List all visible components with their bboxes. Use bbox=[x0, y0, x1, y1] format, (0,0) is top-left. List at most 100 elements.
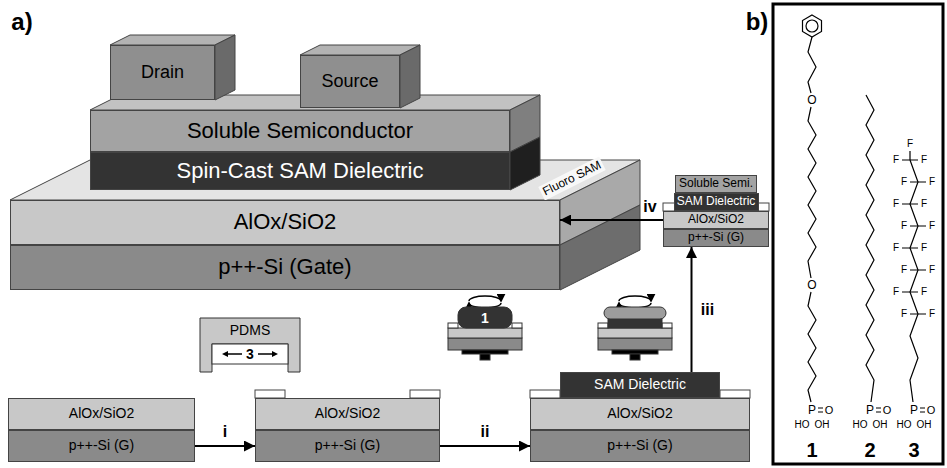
atom-symbol: F bbox=[893, 199, 899, 209]
layer-label: SAM Dielectric bbox=[677, 195, 756, 208]
layer-label: Spin-Cast SAM Dielectric bbox=[177, 159, 424, 183]
width-arrow bbox=[272, 351, 278, 357]
dielectric-layer: Spin-Cast SAM Dielectric bbox=[90, 152, 510, 190]
atom-symbol: OH bbox=[873, 420, 888, 430]
spin-coater bbox=[612, 350, 658, 354]
molecule-structure bbox=[808, 37, 816, 93]
step-label: ii bbox=[479, 424, 492, 440]
molecule-structure bbox=[808, 292, 816, 402]
layer-label: Source bbox=[321, 72, 378, 92]
spin-coater bbox=[598, 296, 672, 360]
fluoro-sam-print bbox=[757, 203, 769, 211]
process-arrow bbox=[440, 445, 530, 447]
pdms-stamp: PDMS bbox=[200, 318, 300, 372]
layer-label: AlOx/SiO2 bbox=[234, 210, 337, 234]
step-label: iii bbox=[699, 302, 716, 318]
spin-coater bbox=[619, 296, 651, 301]
atom-symbol: F bbox=[929, 177, 935, 187]
atom-symbol: HO bbox=[853, 420, 868, 430]
spin-coater bbox=[448, 296, 522, 360]
gate-side-face bbox=[560, 205, 640, 290]
atom-symbol: OH bbox=[917, 420, 932, 430]
molecule-structure bbox=[808, 107, 816, 278]
drain-side-face bbox=[215, 35, 235, 100]
layer-label: SAM Dielectric bbox=[594, 377, 686, 392]
layer-label: Soluble Semi. bbox=[679, 177, 753, 190]
oxide-layer: AlOx/SiO2 bbox=[530, 398, 750, 430]
atom-symbol: P bbox=[866, 404, 874, 416]
atom-symbol: O bbox=[807, 279, 816, 291]
oxide-layer: AlOx/SiO2 bbox=[663, 211, 769, 229]
semiconductor-layer: Soluble Semiconductor bbox=[90, 110, 510, 152]
dielectric-layer: SAM Dielectric bbox=[560, 372, 720, 398]
layer-label: PDMS bbox=[230, 323, 270, 338]
callout-number: 3 bbox=[246, 347, 254, 361]
spin-coater bbox=[462, 350, 508, 354]
atom-symbol: O bbox=[927, 405, 936, 416]
width-arrow bbox=[222, 351, 228, 357]
atom-symbol: O bbox=[807, 94, 816, 106]
device-faces bbox=[10, 35, 640, 290]
layer-label: p++-Si (Gate) bbox=[218, 255, 351, 279]
layer-label: AlOx/SiO2 bbox=[315, 406, 380, 421]
gate-layer: p++-Si (Gate) bbox=[10, 245, 560, 290]
molecule-structure bbox=[866, 95, 874, 402]
atom-symbol: F bbox=[893, 155, 899, 165]
gate-layer: p++-Si (G) bbox=[663, 229, 769, 247]
fluoro-sam-print bbox=[720, 390, 750, 398]
source-side-face bbox=[400, 45, 420, 108]
molecule-structure bbox=[803, 15, 824, 412]
dielectric-side-face bbox=[510, 137, 540, 190]
atom-symbol: F bbox=[929, 309, 935, 319]
stamp-body bbox=[200, 318, 300, 372]
step-label: iv bbox=[641, 199, 658, 215]
atom-symbol: HO bbox=[897, 420, 912, 430]
atom-symbol: F bbox=[921, 155, 927, 165]
spin-coater bbox=[448, 328, 522, 338]
atom-symbol: F bbox=[901, 309, 907, 319]
layer-label: p++-Si (G) bbox=[315, 438, 380, 453]
layer-label: AlOx/SiO2 bbox=[688, 213, 744, 226]
layer-label: p++-Si (G) bbox=[69, 438, 134, 453]
atom-symbol: F bbox=[901, 177, 907, 187]
atom-symbol: F bbox=[921, 243, 927, 253]
atom-symbol: O bbox=[883, 405, 892, 416]
atom-symbol: F bbox=[893, 287, 899, 297]
atom-symbol: F bbox=[893, 243, 899, 253]
spin-coater bbox=[448, 338, 522, 350]
source-electrode: Source bbox=[300, 55, 400, 108]
compound-number: 3 bbox=[908, 440, 919, 460]
molecule-structure bbox=[818, 408, 823, 412]
molecule-structure bbox=[920, 408, 925, 412]
step-label: i bbox=[221, 424, 229, 440]
inked-layer bbox=[212, 344, 288, 364]
spin-coater bbox=[630, 354, 640, 360]
fluoro-sam-print bbox=[530, 390, 560, 398]
spin-coater bbox=[598, 323, 608, 328]
molecule-structure bbox=[806, 20, 818, 32]
layer-label: Soluble Semiconductor bbox=[187, 119, 413, 143]
oxide-layer: AlOx/SiO2 bbox=[10, 200, 560, 245]
layer-label: Drain bbox=[141, 63, 184, 83]
semiconductor-layer: Soluble Semi. bbox=[675, 175, 757, 193]
compound-number: 2 bbox=[864, 440, 875, 460]
spin-coater bbox=[662, 323, 672, 328]
atom-symbol: F bbox=[921, 199, 927, 209]
atom-symbol: F bbox=[929, 265, 935, 275]
process-arrow bbox=[560, 219, 663, 221]
spin-coater bbox=[598, 328, 672, 338]
spin-coater bbox=[458, 307, 512, 328]
fluoro-sam-band: Fluoro SAM bbox=[538, 156, 606, 200]
atom-symbol: P bbox=[910, 404, 918, 416]
layer-label: Fluoro SAM bbox=[541, 158, 604, 198]
spin-coater bbox=[604, 307, 666, 319]
molecule-structure bbox=[910, 160, 918, 402]
dielectric-layer: SAM Dielectric bbox=[674, 193, 759, 211]
atom-symbol: F bbox=[901, 265, 907, 275]
gate-layer: p++-Si (G) bbox=[255, 430, 440, 462]
drain-electrode: Drain bbox=[110, 45, 215, 100]
atom-symbol: OH bbox=[815, 420, 830, 430]
layer-label: AlOx/SiO2 bbox=[69, 406, 134, 421]
spin-coater bbox=[480, 354, 490, 360]
